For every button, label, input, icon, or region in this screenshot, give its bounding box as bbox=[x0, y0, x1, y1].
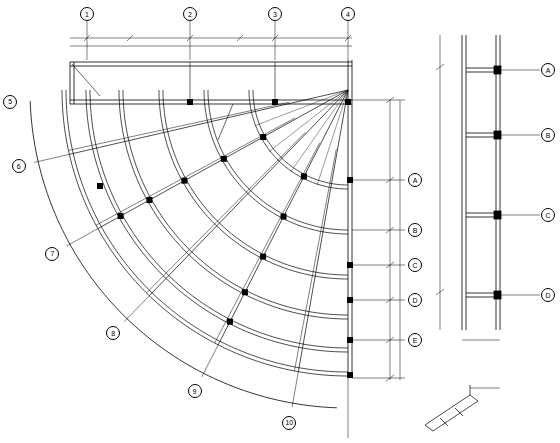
axis-bubble: 5 bbox=[3, 95, 17, 109]
radial-beam bbox=[215, 143, 320, 343]
column bbox=[221, 156, 227, 162]
axis-bubble: 7 bbox=[45, 247, 59, 261]
axis-bubble: A bbox=[408, 173, 422, 187]
axis-bubble: C bbox=[541, 208, 555, 222]
axis-label: C bbox=[545, 212, 550, 219]
column bbox=[118, 213, 124, 219]
beam-lines bbox=[30, 60, 352, 408]
radial-beam bbox=[298, 90, 348, 372]
axis-label: 10 bbox=[285, 419, 293, 426]
axis-bubble: B bbox=[541, 128, 555, 142]
radial-beam bbox=[149, 90, 348, 296]
axis-bubble: 4 bbox=[341, 7, 355, 21]
axis-bubble: D bbox=[541, 288, 555, 302]
axis-bubble: 3 bbox=[268, 7, 282, 21]
column bbox=[97, 183, 103, 189]
axis-bubble: C bbox=[408, 258, 422, 272]
axis-bubble: E bbox=[408, 333, 422, 347]
axis-label: D bbox=[545, 292, 550, 299]
fan-line bbox=[291, 90, 348, 172]
secondary-beam bbox=[72, 62, 275, 140]
column bbox=[146, 197, 152, 203]
radial-beam bbox=[68, 102, 289, 150]
column bbox=[187, 99, 193, 105]
axis-label: 3 bbox=[273, 11, 277, 18]
axis-bubble: 1 bbox=[80, 7, 94, 21]
column bbox=[260, 134, 266, 140]
axis-label: 6 bbox=[17, 163, 21, 170]
column bbox=[345, 99, 351, 105]
axis-label: B bbox=[413, 227, 418, 234]
column bbox=[301, 173, 307, 179]
radial-beam bbox=[218, 90, 348, 345]
curved-beam bbox=[62, 90, 348, 376]
axis-label: 2 bbox=[188, 11, 192, 18]
axis-bubble: 6 bbox=[12, 159, 26, 173]
edge-beam bbox=[348, 60, 352, 378]
axis-label: C bbox=[412, 262, 417, 269]
curved-beam bbox=[66, 90, 348, 372]
radial-beam bbox=[146, 132, 305, 293]
section-elevation bbox=[436, 35, 540, 340]
axis-bubble: 2 bbox=[183, 7, 197, 21]
axis-label: 8 bbox=[111, 330, 115, 337]
fan-line bbox=[269, 90, 348, 152]
stair-detail bbox=[425, 385, 500, 431]
axis-label: A bbox=[546, 67, 551, 74]
axis-label: 1 bbox=[85, 11, 89, 18]
top-band bbox=[70, 62, 352, 104]
dimension-lines bbox=[34, 21, 405, 438]
axis-label: 7 bbox=[50, 250, 54, 257]
slab-edge bbox=[30, 101, 337, 408]
axis-label: 4 bbox=[346, 11, 350, 18]
axis-label: A bbox=[413, 177, 418, 184]
axis-label: 9 bbox=[193, 388, 197, 395]
axis-bubble: 9 bbox=[188, 384, 202, 398]
column bbox=[281, 214, 287, 220]
axis-label: 5 bbox=[8, 98, 12, 105]
column bbox=[227, 319, 233, 325]
column bbox=[347, 372, 353, 378]
fan-line bbox=[255, 90, 348, 126]
axis-bubble: 10 bbox=[282, 416, 296, 430]
axis-bubble: A bbox=[541, 63, 555, 77]
axis-label: E bbox=[413, 337, 418, 344]
column bbox=[260, 254, 266, 260]
axis-bubble: 8 bbox=[106, 326, 120, 340]
column bbox=[181, 178, 187, 184]
column bbox=[272, 99, 278, 105]
radial-beam bbox=[98, 90, 348, 229]
axis-label: D bbox=[412, 297, 417, 304]
axis-bubble: B bbox=[408, 223, 422, 237]
axis-bubble: D bbox=[408, 293, 422, 307]
axis-label: B bbox=[546, 132, 551, 139]
radial-beam bbox=[96, 118, 295, 225]
column bbox=[242, 289, 248, 295]
